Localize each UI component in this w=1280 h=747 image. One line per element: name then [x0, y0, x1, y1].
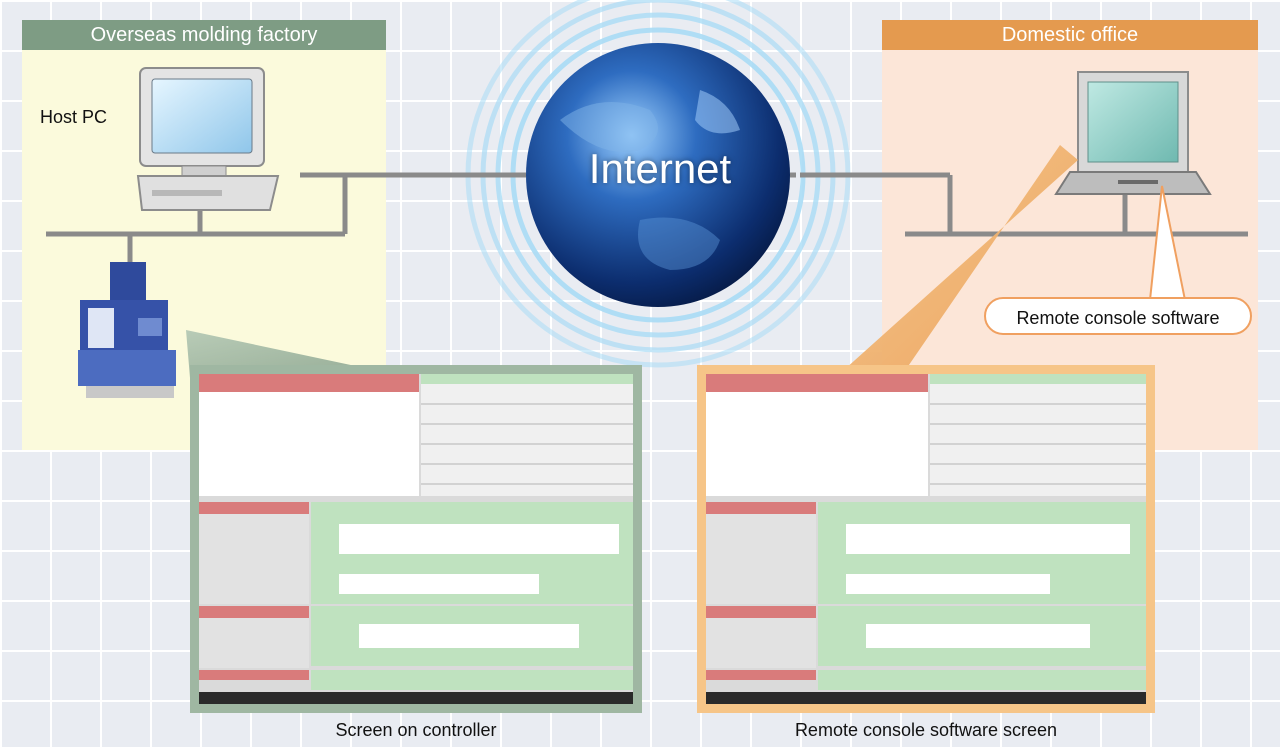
callout-pointer: [1148, 185, 1187, 301]
remote-console-callout: Remote console software: [984, 297, 1252, 335]
remote-zoom-callout: [835, 145, 1078, 378]
controller-screen: [199, 374, 633, 704]
internet-label: Internet: [588, 145, 732, 192]
laptop-icon: [1054, 71, 1212, 195]
factory-panel-title: Overseas molding factory: [22, 20, 386, 50]
office-panel-title: Domestic office: [882, 20, 1258, 50]
controller-screen-caption: Screen on controller: [335, 720, 497, 740]
remote-screen-frame: [697, 365, 1155, 713]
host-pc-icon: [136, 67, 280, 211]
molding-machine-icon: [78, 262, 176, 398]
globe: [526, 43, 790, 307]
controller-screen-frame: [190, 365, 642, 713]
left-network-lines: [46, 172, 540, 265]
remote-screen-caption: Remote console software screen: [794, 720, 1058, 740]
remote-screen: [706, 374, 1146, 704]
host-pc-label: Host PC: [40, 107, 108, 127]
